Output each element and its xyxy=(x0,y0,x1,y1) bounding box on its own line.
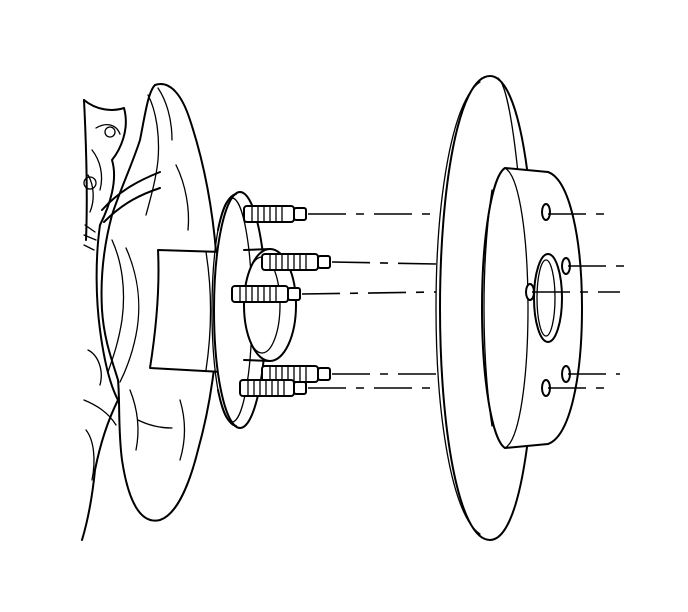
wheel-stud xyxy=(261,365,331,383)
wheel-stud xyxy=(243,205,307,223)
alignment-centerlines xyxy=(301,213,624,389)
brake-rotor xyxy=(435,75,583,541)
steering-knuckle xyxy=(81,99,127,541)
hub-flange xyxy=(211,191,297,429)
wheel-stud xyxy=(261,253,331,271)
wheel-stud xyxy=(239,379,307,397)
hub-barrel xyxy=(149,249,223,373)
wheel-stud xyxy=(231,285,301,303)
rotor-bolt-holes xyxy=(525,203,571,397)
wheel-studs xyxy=(231,205,331,397)
